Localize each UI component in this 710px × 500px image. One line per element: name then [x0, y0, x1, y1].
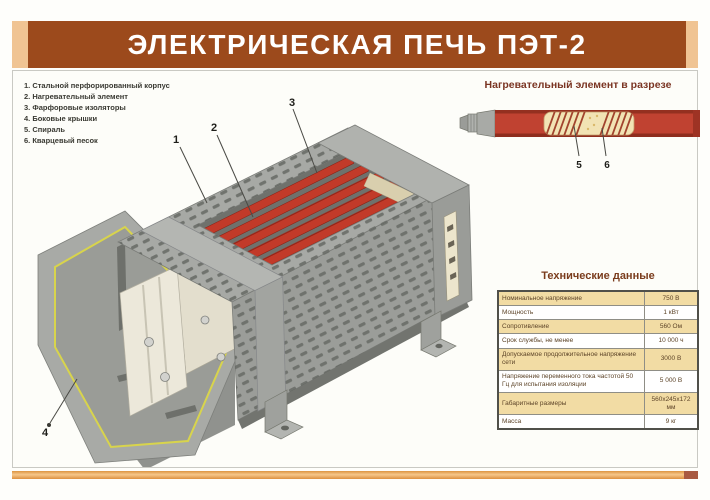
label-heating-element: 2 [211, 122, 217, 134]
yellow-inner-outline [54, 225, 235, 449]
spiral-hatch [545, 112, 634, 135]
table-row: Срок службы, не менее 10 000 ч [497, 333, 699, 349]
label-sand: 6 [604, 160, 610, 171]
tech-data-table: Номинальное напряжение 750 В Мощность 1 … [497, 290, 699, 431]
heating-tubes [187, 153, 416, 282]
value-cell: 1 кВт [644, 305, 699, 321]
strip-corner-mark [684, 471, 698, 479]
value-cell: 9 кг [644, 414, 699, 430]
param-cell: Номинальное напряжение [497, 290, 645, 307]
param-cell: Масса [497, 414, 645, 430]
mounting-feet [264, 310, 457, 440]
legend-item: 4. Боковые крышки [24, 114, 98, 123]
legend-item: 1. Стальной перфорированный корпус [24, 81, 170, 90]
legend-item: 5. Спираль [24, 125, 66, 134]
table-row: Допускаемое продолжительное напряжение с… [497, 347, 699, 371]
element-cutaway [543, 111, 635, 136]
value-cell: 750 В [644, 290, 699, 307]
strap-band [140, 216, 286, 412]
param-cell: Допускаемое продолжительное напряжение с… [497, 347, 645, 371]
label-casing: 1 [173, 134, 179, 146]
tech-data-title: Технические данные [541, 270, 655, 282]
element-leader-lines [573, 125, 607, 157]
leader-lines [47, 108, 318, 427]
title-banner: ЭЛЕКТРИЧЕСКАЯ ПЕЧЬ ПЭТ-2 [12, 21, 698, 68]
legend-item: 3. Фарфоровые изоляторы [24, 103, 126, 112]
label-insulators: 3 [289, 97, 295, 109]
param-cell: Мощность [497, 305, 645, 321]
element-terminal [459, 109, 496, 138]
main-illustration: 1 2 3 4 [37, 97, 473, 467]
bottom-edge [238, 298, 469, 429]
table-row: Напряжение переменного тока частотой 50 … [497, 369, 699, 394]
legend-item: 2. Нагревательный элемент [24, 92, 128, 101]
param-cell: Габаритные размеры [497, 391, 645, 416]
poster-title: ЭЛЕКТРИЧЕСКАЯ ПЕЧЬ ПЭТ-2 [127, 28, 587, 60]
param-cell: Напряжение переменного тока частотой 50 … [497, 369, 645, 394]
label-spiral: 5 [576, 160, 582, 171]
table-row: Номинальное напряжение 750 В [497, 290, 699, 307]
front-perforation [232, 182, 465, 420]
table-row: Масса 9 кг [497, 414, 699, 430]
value-cell: 10 000 ч [644, 333, 699, 349]
legend-item: 6. Кварцевый песок [24, 136, 98, 145]
param-cell: Срок службы, не менее [497, 333, 645, 349]
table-row: Мощность 1 кВт [497, 305, 699, 321]
terminal-strip [443, 210, 460, 302]
bottom-strip [12, 471, 698, 479]
param-cell: Сопротивление [497, 319, 645, 335]
table-row: Габаритные размеры 560х245х172 мм [497, 391, 699, 416]
value-cell: 560 Ом [644, 319, 699, 335]
label-side-cover: 4 [42, 427, 49, 439]
element-section-heading: Нагревательный элемент в разрезе [484, 79, 672, 91]
value-cell: 3000 В [644, 347, 699, 371]
parts-legend: 1. Стальной перфорированный корпус 2. На… [24, 80, 170, 146]
heating-element-cross-section: 5 6 [459, 109, 700, 171]
table-row: Сопротивление 560 Ом [497, 319, 699, 335]
quartz-sand-texture [586, 114, 599, 131]
end-cap [317, 124, 473, 319]
value-cell: 5 000 В [644, 369, 699, 394]
value-cell: 560х245х172 мм [644, 391, 699, 416]
